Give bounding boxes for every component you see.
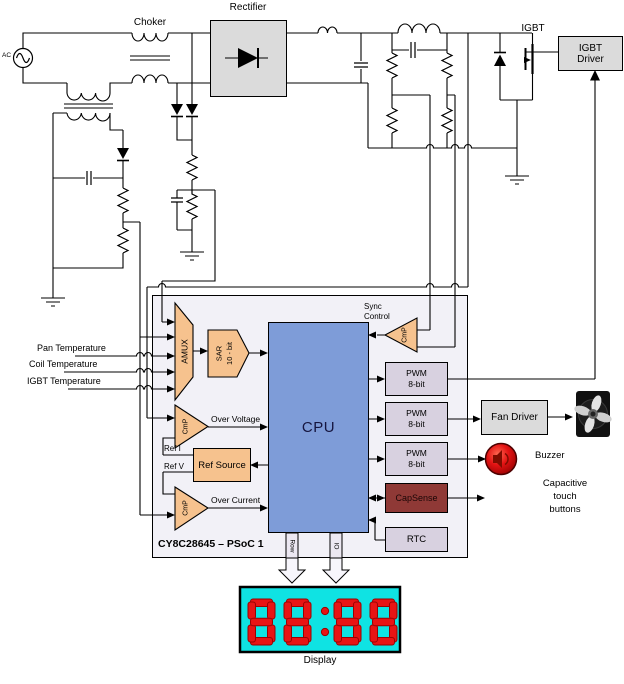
cpu-block: CPU xyxy=(268,322,369,533)
resistor-icon xyxy=(116,187,130,214)
fan-icon xyxy=(574,391,612,437)
capsense-block: CapSense xyxy=(385,483,448,513)
fan-driver-label: Fan Driver xyxy=(491,412,538,423)
pwm3-label-2: 8-bit xyxy=(408,459,425,469)
rtc-block: RTC xyxy=(385,527,448,552)
transformer-primary-icon xyxy=(66,92,111,102)
diode-icon xyxy=(117,51,506,162)
fan-driver-block: Fan Driver xyxy=(481,400,548,435)
sync-control-label-1: Sync xyxy=(364,302,382,311)
seven-segment-display xyxy=(238,585,402,654)
rectifier-label: Rectifier xyxy=(229,2,267,13)
igbt-temperature-label: IGBT Temperature xyxy=(27,376,101,386)
ground-icon xyxy=(41,175,529,307)
capacitor-icon xyxy=(171,197,183,203)
pwm2-label-2: 8-bit xyxy=(408,419,425,429)
over-current-label: Over Current xyxy=(211,495,261,505)
igbt-label: IGBT xyxy=(521,23,545,34)
ref-i-label: Ref I xyxy=(164,444,181,453)
work-coil-icon xyxy=(397,23,441,34)
pwm2-block: PWM 8-bit xyxy=(385,402,448,436)
pwm2-label-1: PWM xyxy=(406,407,427,418)
igbt-driver-label-2: Driver xyxy=(577,53,604,65)
choker-bottom-coil-icon xyxy=(131,74,169,84)
igbt-driver-label-1: IGBT xyxy=(578,42,603,54)
psoc-name-label: CY8C28645 – PSoC 1 xyxy=(158,538,264,550)
ref-source-block: Ref Source xyxy=(193,448,251,482)
ref-v-label: Ref V xyxy=(164,462,185,471)
pwm3-block: PWM 8-bit xyxy=(385,442,448,476)
pwm1-block: PWM 8-bit xyxy=(385,362,448,396)
pwm3-label-1: PWM xyxy=(406,447,427,458)
pan-temperature-label: Pan Temperature xyxy=(37,343,106,353)
pwm1-label-2: 8-bit xyxy=(408,379,425,389)
resistor-icon xyxy=(185,190,199,220)
capacitor-icon xyxy=(86,171,92,185)
buzzer-icon xyxy=(484,442,518,476)
resistor-icon xyxy=(440,52,454,79)
capsense-label: CapSense xyxy=(395,493,438,503)
rectifier-box xyxy=(210,20,287,97)
display-digits xyxy=(247,598,398,646)
resistor-icon xyxy=(385,52,399,79)
display-label: Display xyxy=(303,655,337,666)
pwm1-label-1: PWM xyxy=(406,367,427,378)
dc-choke-icon xyxy=(317,26,338,34)
display-bus-arrow xyxy=(321,557,351,584)
choker-label: Choker xyxy=(133,17,167,28)
igbt-driver-box: IGBT Driver xyxy=(558,36,623,71)
captouch-label-2: touch xyxy=(553,491,577,502)
captouch-label-1: Capacitive xyxy=(542,478,588,489)
cpu-label: CPU xyxy=(301,419,336,436)
transformer-secondary-icon xyxy=(66,112,111,122)
buzzer-label: Buzzer xyxy=(535,450,565,461)
resistor-icon xyxy=(440,107,454,134)
capacitor-icon xyxy=(410,42,416,58)
igbt-symbol-icon xyxy=(524,44,534,74)
rtc-label: RTC xyxy=(406,534,427,545)
choker-top-coil-icon xyxy=(131,32,169,42)
over-voltage-label: Over Voltage xyxy=(211,414,261,424)
resistor-icon xyxy=(116,227,130,254)
coil-temperature-label: Coil Temperature xyxy=(29,359,98,369)
ref-source-label: Ref Source xyxy=(198,459,246,471)
resistor-icon xyxy=(385,107,399,134)
resistor-icon xyxy=(185,154,199,181)
sync-control-label-2: Control xyxy=(364,312,390,321)
ac-source-icon xyxy=(12,47,34,69)
ac-label: AC xyxy=(2,52,12,59)
captouch-label-3: buttons xyxy=(549,504,581,515)
display-bus-arrow xyxy=(277,557,307,584)
capacitor-icon xyxy=(354,62,368,68)
